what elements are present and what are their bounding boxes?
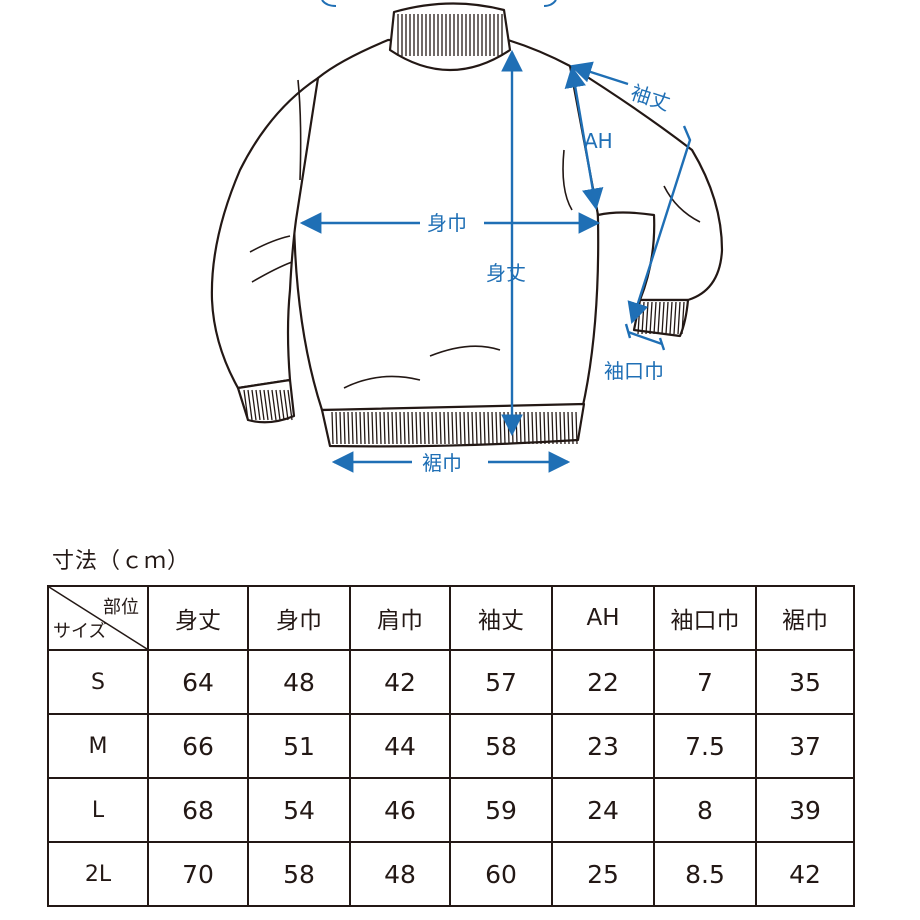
- header-hem-width: 裾巾: [755, 585, 855, 651]
- table-cell: 8.5: [653, 841, 757, 907]
- right-sleeve: [568, 64, 724, 302]
- header-shoulder-width: 肩巾: [349, 585, 451, 651]
- size-label: L: [47, 777, 149, 843]
- rib-texture: [243, 14, 685, 445]
- table-cell: 8: [653, 777, 757, 843]
- table-cell: 66: [147, 713, 249, 779]
- label-body-width: 身巾: [427, 211, 467, 235]
- table-cell: 58: [247, 841, 351, 907]
- left-sleeve: [210, 76, 320, 390]
- table-cell: 46: [349, 777, 451, 843]
- size-chart-table: 部位 サイズ 身丈 身巾 肩巾 袖丈 AH 袖口巾 裾巾 S 64 48 42 …: [47, 585, 855, 907]
- header-armhole: AH: [551, 585, 655, 651]
- size-label: S: [47, 649, 149, 715]
- header-sleeve-length: 袖丈: [449, 585, 553, 651]
- table-cell: 64: [147, 649, 249, 715]
- header-body-width: 身巾: [247, 585, 351, 651]
- corner-cell: 部位 サイズ: [47, 585, 149, 651]
- label-hem-width: 裾巾: [422, 451, 462, 475]
- corner-size-label: サイズ: [53, 621, 107, 642]
- label-cuff-width: 袖口巾: [604, 359, 664, 383]
- table-cell: 54: [247, 777, 351, 843]
- corner-part-label: 部位: [103, 597, 139, 618]
- table-cell: 57: [449, 649, 553, 715]
- header-cuff-width: 袖口巾: [653, 585, 757, 651]
- table-cell: 42: [349, 649, 451, 715]
- table-cell: 48: [349, 841, 451, 907]
- fabric-folds: [249, 79, 701, 389]
- table-cell: 22: [551, 649, 655, 715]
- table-row: S 64 48 42 57 22 7 35: [47, 649, 855, 715]
- table-cell: 59: [449, 777, 553, 843]
- sleeve-length-arrow-top: [569, 61, 629, 86]
- table-row: L 68 54 46 59 24 8 39: [47, 777, 855, 843]
- table-row: 2L 70 58 48 60 25 8.5 42: [47, 841, 855, 907]
- table-cell: 39: [755, 777, 855, 843]
- cuff-width-bar: [627, 330, 663, 346]
- sleeve-length-arrow-side: [627, 125, 692, 325]
- table-cell: 25: [551, 841, 655, 907]
- measurement-arrows: [299, 49, 692, 473]
- size-label: M: [47, 713, 149, 779]
- table-row: M 66 51 44 58 23 7.5 37: [47, 713, 855, 779]
- table-cell: 37: [755, 713, 855, 779]
- table-cell: 23: [551, 713, 655, 779]
- table-cell: 48: [247, 649, 351, 715]
- table-cell: 42: [755, 841, 855, 907]
- table-header-row: 部位 サイズ 身丈 身巾 肩巾 袖丈 AH 袖口巾 裾巾: [47, 585, 855, 651]
- table-cell: 7.5: [653, 713, 757, 779]
- table-cell: 44: [349, 713, 451, 779]
- table-caption: 寸法（ｃｍ）: [52, 549, 191, 574]
- table-cell: 24: [551, 777, 655, 843]
- label-body-length: 身丈: [486, 261, 526, 285]
- table-cell: 58: [449, 713, 553, 779]
- armhole-arrow: [564, 65, 604, 211]
- size-label: 2L: [47, 841, 149, 907]
- label-armhole: AH: [584, 129, 613, 153]
- sweater-measurement-diagram: 袖丈 AH 身巾 身丈 袖口巾 裾巾: [210, 0, 724, 475]
- top-bracket-fragment: [321, 0, 557, 7]
- table-cell: 60: [449, 841, 553, 907]
- header-body-length: 身丈: [147, 585, 249, 651]
- table-cell: 70: [147, 841, 249, 907]
- table-cell: 35: [755, 649, 855, 715]
- table-cell: 7: [653, 649, 757, 715]
- table-cell: 51: [247, 713, 351, 779]
- table-cell: 68: [147, 777, 249, 843]
